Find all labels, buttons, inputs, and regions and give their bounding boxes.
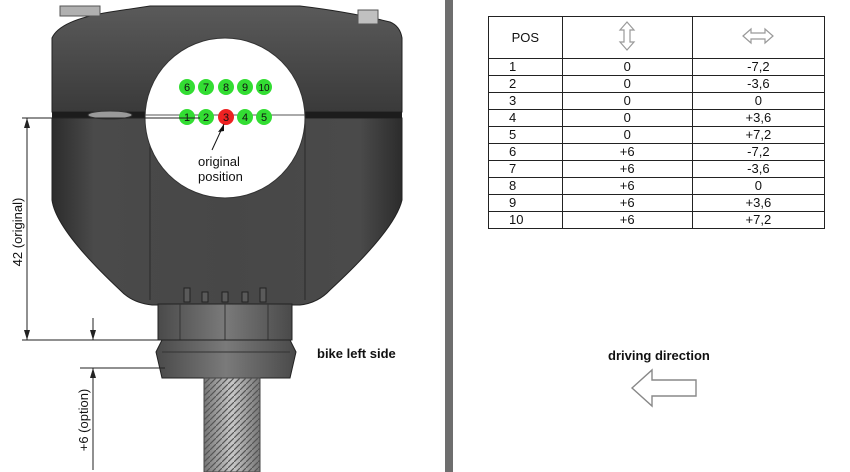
original-label-line1: original bbox=[198, 154, 240, 169]
cell-vertical: 0 bbox=[561, 109, 693, 127]
table-header-row: POS bbox=[488, 16, 826, 59]
double-arrow-vertical-icon bbox=[618, 21, 636, 51]
cell-vertical: 0 bbox=[561, 126, 693, 144]
position-dot-1 bbox=[179, 109, 195, 125]
position-dot-9 bbox=[237, 79, 253, 95]
position-dot-5 bbox=[256, 109, 272, 125]
position-dot-4 bbox=[237, 109, 253, 125]
original-label-line2: position bbox=[198, 169, 243, 184]
position-dot-label-8: 8 bbox=[223, 82, 229, 94]
cell-horizontal: -3,6 bbox=[691, 160, 826, 178]
cell-pos: 5 bbox=[488, 126, 563, 144]
cell-pos: 10 bbox=[488, 211, 563, 229]
position-dot-label-3: 3 bbox=[223, 112, 229, 124]
position-dot-label-6: 6 bbox=[184, 82, 190, 94]
cell-pos: 2 bbox=[488, 75, 563, 93]
position-dot-10 bbox=[256, 79, 272, 95]
position-dot-8 bbox=[218, 79, 234, 95]
cell-pos: 4 bbox=[488, 109, 563, 127]
cell-pos: 3 bbox=[488, 92, 563, 110]
cell-pos: 7 bbox=[488, 160, 563, 178]
panel-divider bbox=[445, 0, 453, 472]
cell-horizontal: +7,2 bbox=[691, 126, 826, 144]
cell-horizontal: +3,6 bbox=[691, 109, 826, 127]
arrow-left-icon bbox=[630, 368, 697, 408]
position-dot-3 bbox=[218, 109, 234, 125]
cell-vertical: +6 bbox=[561, 160, 693, 178]
cell-vertical: +6 bbox=[561, 211, 693, 229]
table-row: 7+6-3,6 bbox=[488, 160, 826, 178]
table-row: 9+6+3,6 bbox=[488, 194, 826, 212]
position-dot-label-9: 9 bbox=[242, 82, 248, 94]
position-dot-label-7: 7 bbox=[203, 82, 209, 94]
cell-pos: 8 bbox=[488, 177, 563, 195]
cell-horizontal: +7,2 bbox=[691, 211, 826, 229]
table-row: 6+6-7,2 bbox=[488, 143, 826, 161]
double-arrow-horizontal-icon bbox=[742, 27, 775, 45]
clamp-screw bbox=[87, 110, 133, 120]
cell-pos: 9 bbox=[488, 194, 563, 212]
header-horizontal bbox=[691, 16, 826, 59]
cell-vertical: +6 bbox=[561, 194, 693, 212]
position-dot-7 bbox=[198, 79, 214, 95]
dimension-original-label: 42 (original) bbox=[10, 198, 25, 267]
cell-vertical: +6 bbox=[561, 177, 693, 195]
cell-horizontal: -7,2 bbox=[691, 143, 826, 161]
cell-vertical: 0 bbox=[561, 58, 693, 76]
clamp-body-lower bbox=[51, 117, 403, 306]
cell-pos: 6 bbox=[488, 143, 563, 161]
cell-horizontal: +3,6 bbox=[691, 194, 826, 212]
cell-vertical: 0 bbox=[561, 75, 693, 93]
driving-direction-label: driving direction bbox=[608, 348, 710, 363]
position-dots-top: 6 7 8 9 10 bbox=[179, 79, 272, 95]
position-dot-label-2: 2 bbox=[203, 112, 209, 124]
cell-vertical: +6 bbox=[561, 143, 693, 161]
clamp-teeth bbox=[183, 287, 267, 303]
cell-pos: 1 bbox=[488, 58, 563, 76]
cell-horizontal: -3,6 bbox=[691, 75, 826, 93]
header-vertical bbox=[561, 16, 693, 59]
position-dot-label-5: 5 bbox=[261, 112, 267, 124]
position-dot-6 bbox=[179, 79, 195, 95]
cell-vertical: 0 bbox=[561, 92, 693, 110]
position-dot-2 bbox=[198, 109, 214, 125]
position-dot-label-10: 10 bbox=[258, 83, 270, 94]
nut bbox=[155, 339, 297, 379]
header-pos: POS bbox=[488, 16, 563, 59]
cell-horizontal: 0 bbox=[691, 92, 826, 110]
cell-horizontal: -7,2 bbox=[691, 58, 826, 76]
dimension-option-label: +6 (option) bbox=[76, 389, 91, 452]
cell-horizontal: 0 bbox=[691, 177, 826, 195]
table-row: 10+6+7,2 bbox=[488, 211, 826, 229]
bike-side-label: bike left side bbox=[317, 346, 396, 361]
position-dot-label-4: 4 bbox=[242, 112, 248, 124]
